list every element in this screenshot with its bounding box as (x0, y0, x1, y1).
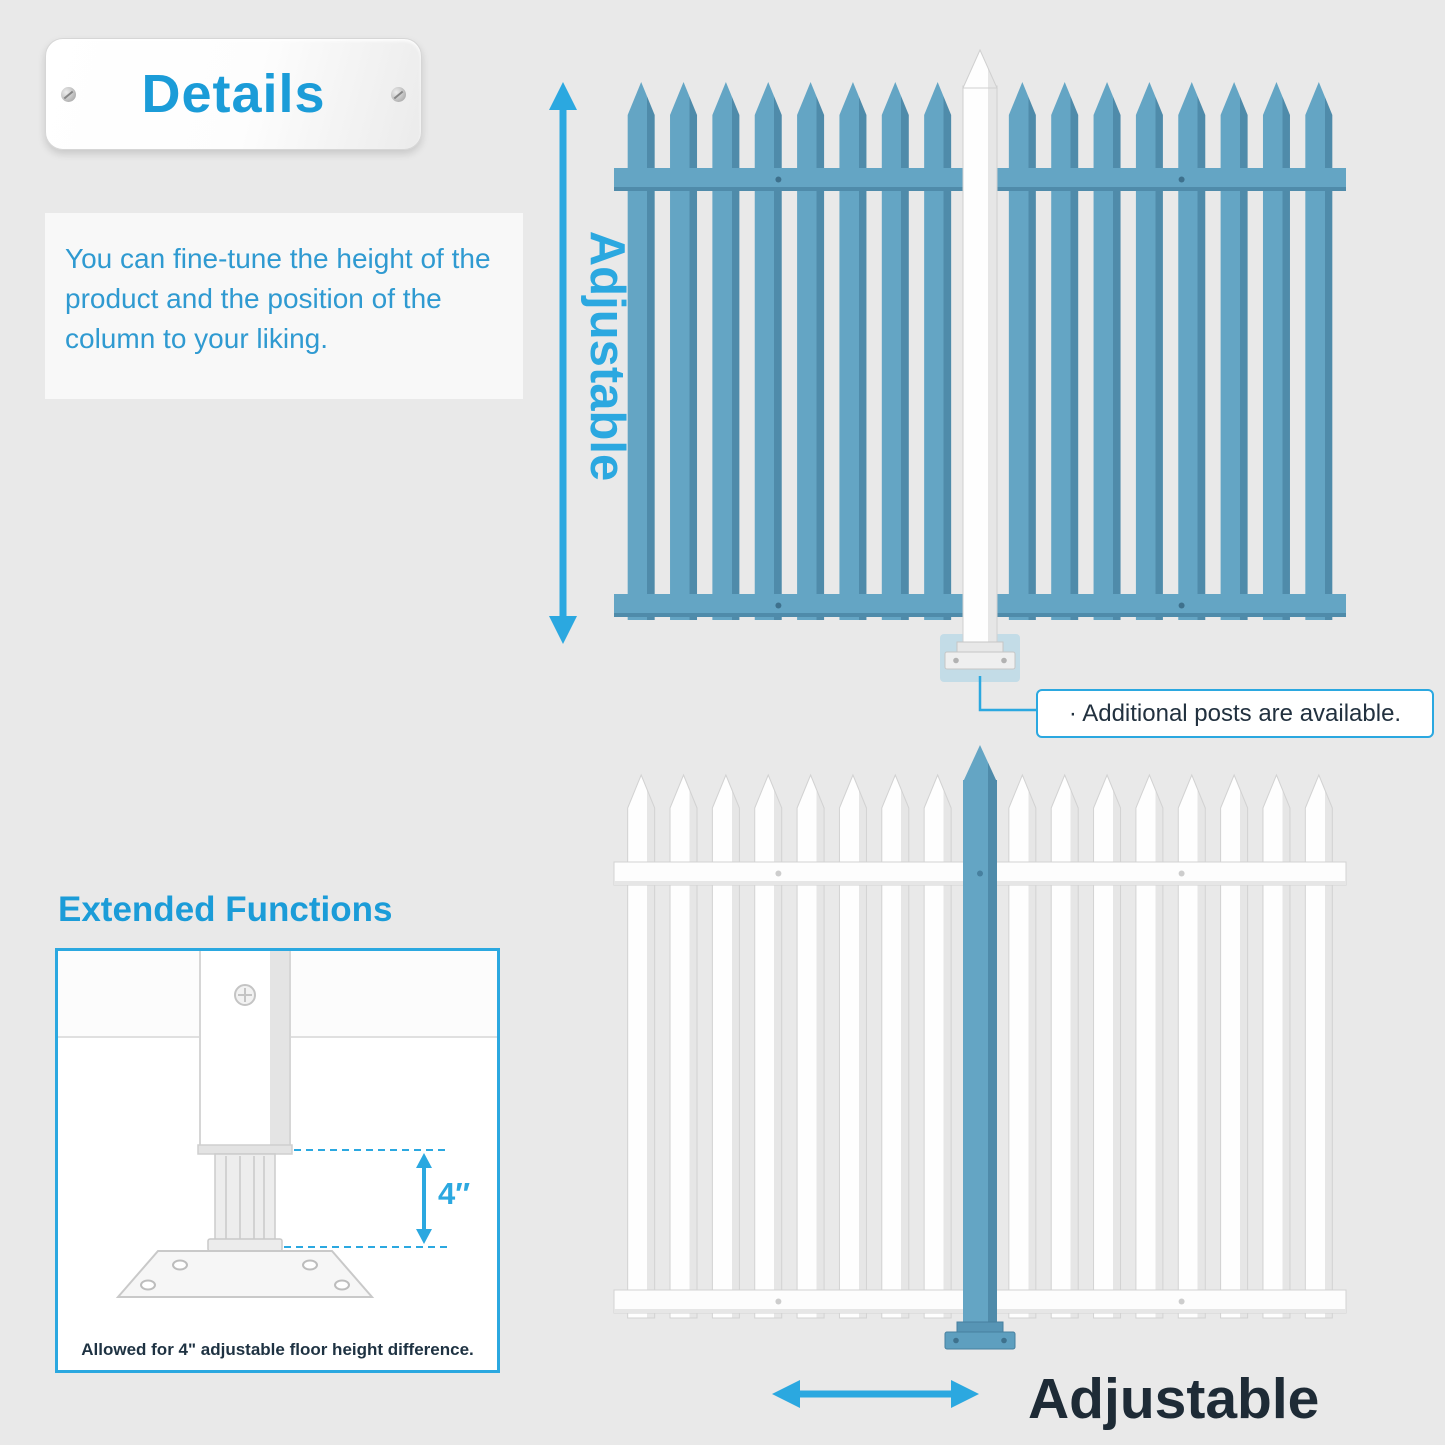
details-badge: Details (45, 38, 422, 150)
white-fence-illustration (613, 745, 1347, 1350)
description-text: You can fine-tune the height of the prod… (65, 243, 491, 354)
extended-functions-box: 4″ Allowed for 4" adjustable floor heigh… (55, 948, 500, 1373)
callout-connector-line (978, 676, 1052, 712)
horizontal-adjustable-label: Adjustable (1028, 1367, 1320, 1431)
vertical-double-arrow-icon (549, 82, 577, 644)
extended-caption: Allowed for 4" adjustable floor height d… (81, 1340, 474, 1359)
blue-fence-illustration (614, 48, 1346, 682)
screw-icon (391, 87, 406, 102)
callout-box: · Additional posts are available. (1036, 689, 1434, 738)
horizontal-double-arrow-icon (772, 1380, 979, 1408)
extended-functions-heading: Extended Functions (58, 890, 393, 929)
callout-text: · Additional posts are available. (1068, 699, 1402, 727)
post-base-detail-illustration (58, 951, 497, 1298)
description-box: You can fine-tune the height of the prod… (45, 213, 523, 399)
screw-icon (61, 87, 76, 102)
details-title: Details (141, 64, 326, 124)
measurement-label: 4″ (438, 1176, 471, 1211)
